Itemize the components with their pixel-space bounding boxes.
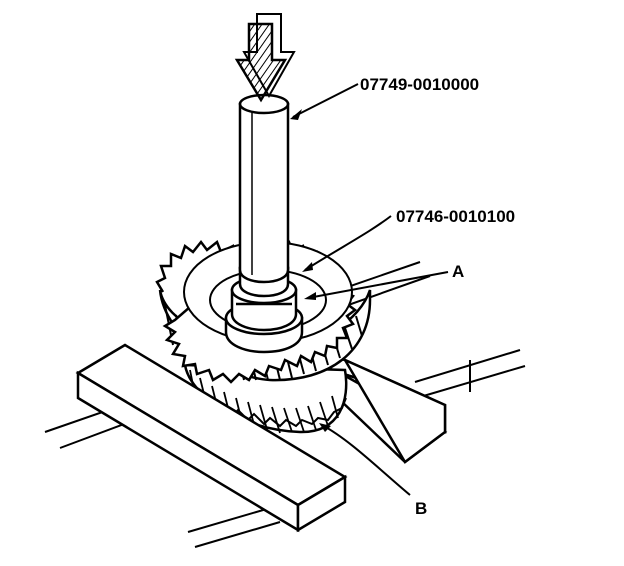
driver-shaft <box>238 93 290 284</box>
label-tool-07746: 07746-0010100 <box>396 207 516 226</box>
leader-lines <box>292 83 449 496</box>
label-tool-07749: 07749-0010000 <box>360 75 480 94</box>
leader-part-a <box>307 271 449 299</box>
label-part-b: B <box>415 499 428 518</box>
support-block-left <box>75 343 348 533</box>
leader-tool-upper <box>292 83 359 118</box>
leader-part-b <box>321 424 411 496</box>
leader-arrowheads <box>290 109 331 432</box>
leader-tool-lower <box>304 215 392 271</box>
down-arrow-icon <box>234 13 296 103</box>
label-part-a: A <box>452 262 465 281</box>
